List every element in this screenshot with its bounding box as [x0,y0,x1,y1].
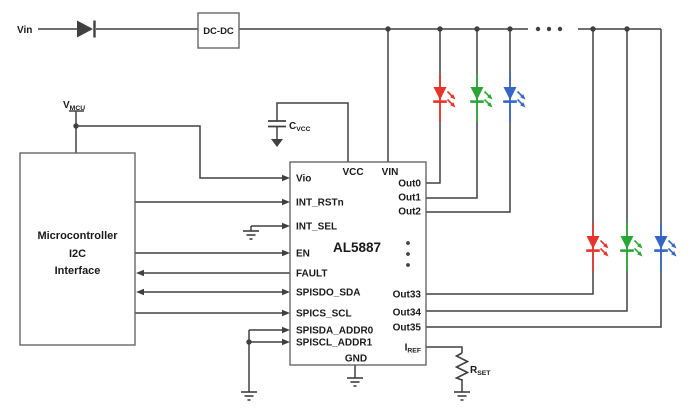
wire-led-row2 [426,29,662,328]
ic-pin-vio: Vio [296,174,311,185]
ic-pin-int-sel: INT_SEL [296,222,337,233]
led-red-row1-icon [431,72,457,124]
wire-mcu-to-ic [135,201,290,314]
ic-pin-vin: VIN [382,167,399,178]
signal-arrowheads-left [136,269,144,296]
led-blue-row1-icon [501,72,527,124]
ic-pin-out33: Out33 [393,290,422,301]
ic-pin-spiscl-addr1: SPISCL_ADDR1 [296,338,373,349]
wire-vmcu-branch [69,110,282,179]
ic-outputs-ellipsis [406,241,410,267]
dcdc-label: DC-DC [203,26,234,37]
led-red-row2-icon [584,221,610,273]
ic-pin-out34: Out34 [393,308,422,319]
led-blue-row2-icon [652,221,678,273]
ic-pin-out2: Out2 [398,207,421,218]
dcdc-box [197,12,240,49]
vmcu-label: VMCU [63,100,85,112]
ic-pin-vcc: VCC [342,167,363,178]
wire-int-sel [250,225,282,231]
mcu-box [19,152,136,346]
ic-pin-fault: FAULT [296,269,327,280]
signal-arrowheads-right [282,174,290,346]
ic-pin-gnd: GND [345,354,367,365]
ic-box [289,161,427,366]
ic-pin-spisda-addr0: SPISDA_ADDR0 [296,326,374,337]
resistor-rset-icon [454,352,470,381]
wire-addr-pins [248,329,282,392]
led-green-row1-icon [468,72,494,124]
wire-iref [426,346,463,392]
junction-dots [73,26,630,345]
cvcc-label: CVCC [289,121,311,133]
led-green-row2-icon [618,221,644,273]
ic-name: AL5887 [333,240,381,255]
ic-pin-spisdo-sda: SPISDO_SDA [296,288,360,299]
vin-label: Vin [17,25,32,36]
diode-icon [77,20,96,38]
ic-pin-out35: Out35 [393,323,422,334]
ground-ic-gnd-icon [346,377,364,387]
ic-pin-out0: Out0 [398,179,421,190]
ic-pin-iref: IREF [405,343,421,355]
wire-vcc-branch [276,102,349,162]
capacitor-cvcc-icon [268,120,286,147]
ic-pin-int-rstn: INT_RSTn [296,198,344,209]
ground-addr-icon [240,391,258,401]
mcu-label-line2: I2C [69,248,86,260]
mcu-label-line1: Microcontroller [37,230,118,242]
ic-pin-en: EN [296,249,310,260]
ground-int-sel-icon [242,230,260,240]
rail-ellipsis [535,26,563,32]
wire-led-row1 [426,29,511,213]
rset-label: RSET [470,365,491,377]
ic-pin-out1: Out1 [398,193,421,204]
ic-pin-spics-scl: SPICS_SCL [296,309,352,320]
mcu-label-line3: Interface [55,265,101,277]
ground-rset-icon [453,391,471,401]
